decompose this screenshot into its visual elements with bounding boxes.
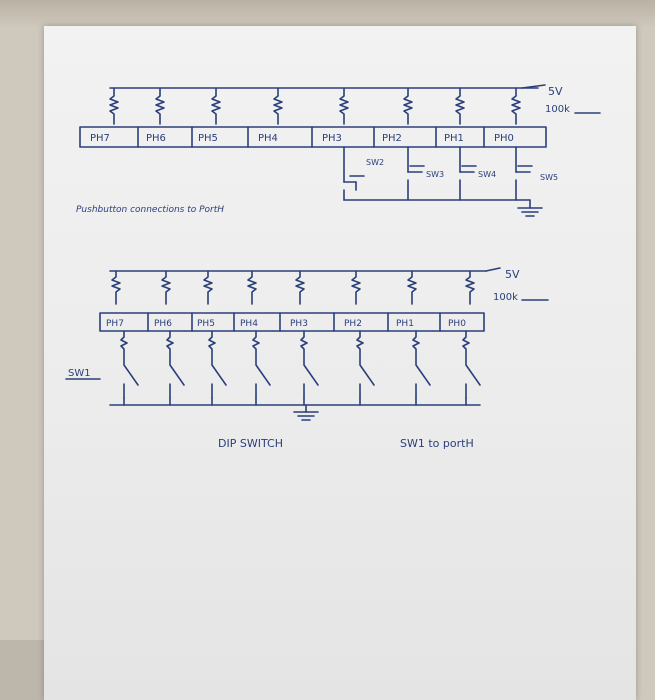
resistor xyxy=(109,87,119,125)
resistor xyxy=(295,270,305,305)
pin-label: PH4 xyxy=(240,319,258,329)
resistor xyxy=(351,270,361,305)
dip-switch-bank xyxy=(109,330,481,421)
pin-label: PH0 xyxy=(494,133,514,144)
switch-labels: SW2 SW3 SW4 SW5 xyxy=(366,158,558,182)
pin-label: PH2 xyxy=(344,319,362,329)
pin-label: PH7 xyxy=(90,133,110,144)
resistor xyxy=(407,270,417,305)
resistor xyxy=(211,87,221,125)
pin-label: PH5 xyxy=(198,133,218,144)
switch-label: SW1 xyxy=(68,368,91,379)
supply-label: 5V xyxy=(548,85,563,98)
pin-label: PH5 xyxy=(197,319,215,329)
port-pin-labels: PH7 PH6 PH5 PH4 PH3 PH2 PH1 PH0 xyxy=(90,133,514,144)
pin-label: PH6 xyxy=(146,133,166,144)
pushbutton-switches xyxy=(343,146,543,217)
pin-label: PH4 xyxy=(258,133,278,144)
port-cell-dividers xyxy=(147,312,441,332)
diagram-2-caption-left: DIP SWITCH xyxy=(218,437,283,450)
resistor xyxy=(511,87,521,125)
resistor xyxy=(273,87,283,125)
resistor xyxy=(465,270,475,305)
resistor xyxy=(161,270,171,305)
resistor xyxy=(455,87,465,125)
resistor-value-label: 100k xyxy=(545,104,570,115)
port-register-box xyxy=(99,312,485,332)
port-pin-labels: PH7 PH6 PH5 PH4 PH3 PH2 PH1 PH0 xyxy=(106,319,466,329)
resistor xyxy=(155,87,165,125)
diagram-1-caption: Pushbutton connections to PortH xyxy=(76,205,224,215)
supply-label: 5V xyxy=(505,268,520,281)
port-register-box xyxy=(79,126,547,148)
resistor xyxy=(111,270,121,305)
switch-label: SW5 xyxy=(540,173,558,182)
diagram-2-dip-switch: 5V 100k PH7 PH6 PH5 PH4 xyxy=(65,267,549,450)
resistor xyxy=(339,87,349,125)
resistor xyxy=(403,87,413,125)
port-cell-dividers xyxy=(137,126,485,148)
pullup-resistors xyxy=(109,87,521,125)
pullup-resistors xyxy=(111,270,475,305)
pin-label: PH3 xyxy=(290,319,308,329)
resistor xyxy=(247,270,257,305)
diagram-1-pushbutton: 5V 100k PH7 PH6 PH5 xyxy=(76,84,601,217)
diagram-2-caption-right: SW1 to portH xyxy=(400,437,474,450)
switch-label: SW2 xyxy=(366,158,384,167)
pin-label: PH0 xyxy=(448,319,466,329)
pin-label: PH7 xyxy=(106,319,124,329)
paper-sheet xyxy=(44,26,636,700)
pin-label: PH1 xyxy=(444,133,464,144)
pin-label: PH2 xyxy=(382,133,402,144)
resistor-value-label: 100k xyxy=(493,292,518,303)
pin-label: PH6 xyxy=(154,319,172,329)
desk-background xyxy=(0,0,655,28)
pin-label: PH3 xyxy=(322,133,342,144)
switch-label: SW3 xyxy=(426,170,444,179)
pin-label: PH1 xyxy=(396,319,414,329)
switch-label: SW4 xyxy=(478,170,496,179)
resistor xyxy=(203,270,213,305)
screen-edge xyxy=(0,640,44,700)
